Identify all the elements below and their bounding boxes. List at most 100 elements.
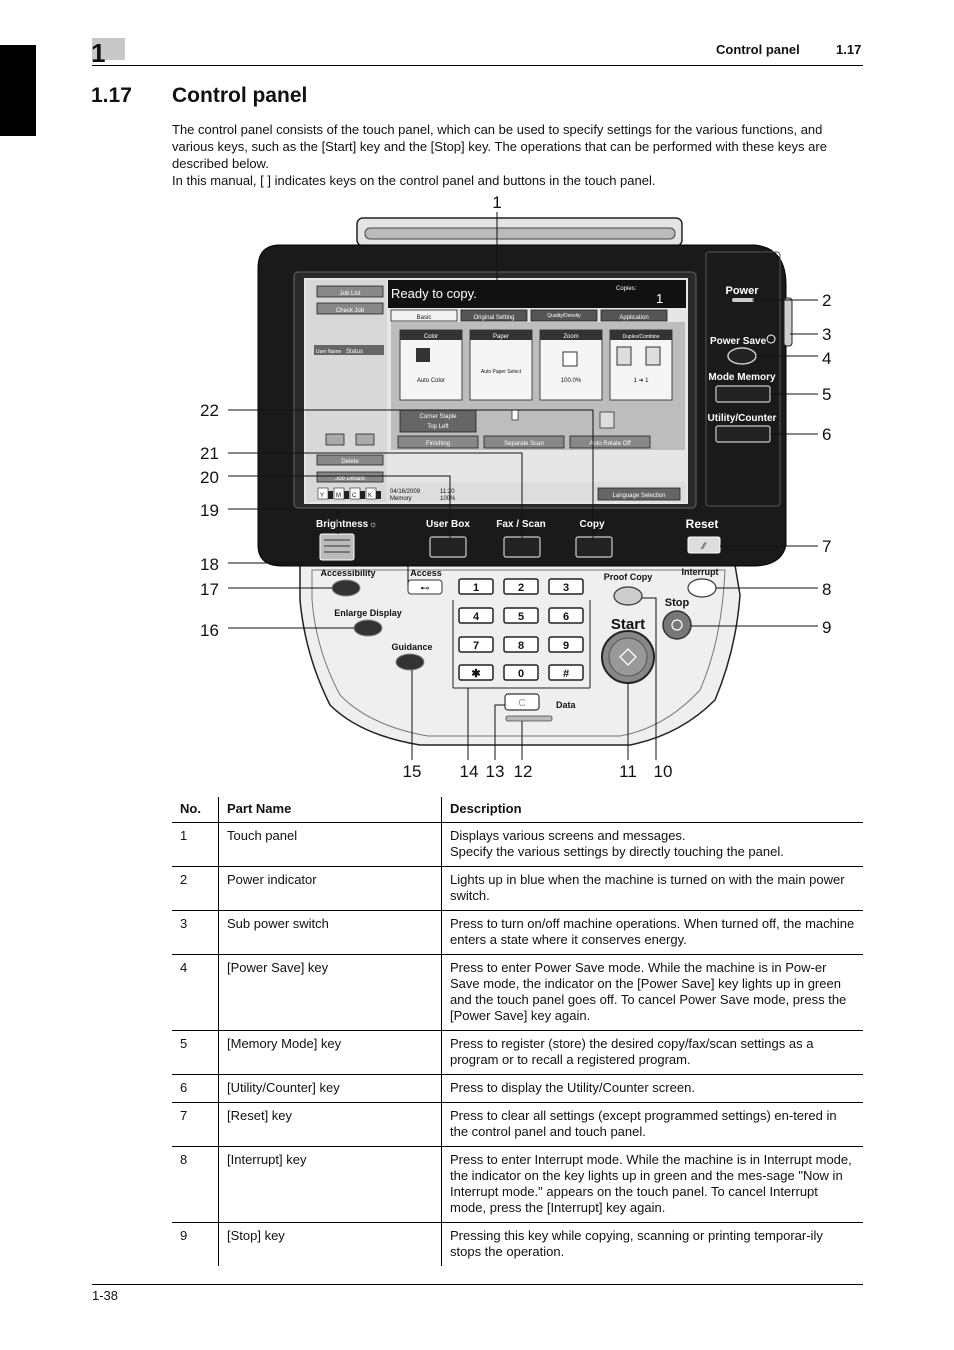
screen-tile-zoom-title: Zoom [563, 334, 578, 340]
screen-toner-y: Y [320, 493, 324, 499]
callout-21: 21 [200, 444, 219, 463]
screen-delete-button: Delete [341, 459, 359, 465]
clear-key[interactable] [504, 693, 540, 711]
proof-copy-label: Proof Copy [604, 572, 653, 582]
table-row: 3 Sub power switch Press to turn on/off … [172, 910, 863, 955]
callout-4: 4 [822, 349, 831, 368]
running-section: 1.17 [836, 42, 862, 57]
table-row: 4 [Power Save] key Press to enter Power … [172, 954, 863, 1031]
accessibility-key[interactable] [331, 579, 361, 597]
table-header-row: No. Part Name Description [172, 797, 863, 823]
keypad-key-7[interactable]: 7 [473, 640, 479, 652]
callout-8: 8 [822, 580, 831, 599]
start-label: Start [611, 616, 645, 633]
chapter-marker [92, 38, 125, 60]
screen-toner-k: K [368, 493, 372, 499]
screen-date: 04/16/2009 [390, 489, 421, 495]
keypad-key-hash[interactable]: # [563, 668, 569, 680]
control-panel-figure: Job List Check Job User Name Status Dele… [195, 193, 855, 795]
row-description: Press to enter Power Save mode. While th… [441, 954, 863, 1031]
row-number: 4 [172, 954, 219, 1031]
screen-language-button: Language Selection [612, 493, 665, 499]
guidance-key[interactable] [395, 653, 425, 671]
callout-18: 18 [200, 555, 219, 574]
accessibility-label: Accessibility [320, 568, 375, 578]
interrupt-key[interactable] [687, 578, 717, 598]
row-part-name: Touch panel [218, 822, 442, 867]
callout-20: 20 [200, 468, 219, 487]
screen-tile-color-value: Auto Color [417, 378, 445, 384]
utility-counter-key[interactable] [715, 425, 771, 443]
column-header-part-name: Part Name [218, 797, 442, 823]
screen-copies-value: 1 [656, 291, 663, 306]
keypad [458, 578, 584, 681]
screen-auto-rotate-button: Auto Rotate Off [589, 441, 631, 447]
row-part-name: [Stop] key [218, 1222, 442, 1266]
copy-key[interactable] [575, 536, 613, 558]
screen-top-left: Top Left [427, 424, 449, 430]
key-icon: ⊷ [421, 583, 430, 593]
screen-tab-basic: Basic [417, 315, 432, 321]
table-row: 7 [Reset] key Press to clear all setting… [172, 1102, 863, 1147]
screen-time: 11:20 [440, 489, 455, 495]
screen-status-message: Ready to copy. [391, 286, 477, 301]
row-part-name: [Power Save] key [218, 954, 442, 1031]
column-header-no: No. [172, 797, 219, 823]
column-header-description: Description [441, 797, 863, 823]
row-description: Press to enter Interrupt mode. While the… [441, 1146, 863, 1223]
screen-tab-quality: Quality/Density [547, 313, 581, 319]
callout-14: 14 [460, 762, 479, 781]
row-number: 9 [172, 1222, 219, 1266]
keypad-key-star[interactable]: ✱ [471, 668, 480, 680]
brightness-dial[interactable] [319, 533, 355, 561]
copy-label: Copy [580, 519, 605, 530]
row-number: 6 [172, 1074, 219, 1103]
table-row: 9 [Stop] key Pressing this key while cop… [172, 1222, 863, 1266]
row-description: Pressing this key while copying, scannin… [450, 1228, 823, 1259]
row-description: Lights up in blue when the machine is tu… [441, 866, 863, 911]
proof-copy-key[interactable] [613, 586, 643, 606]
power-save-key[interactable] [727, 347, 757, 365]
interrupt-label: Interrupt [682, 567, 719, 577]
row-description: Press to display the Utility/Counter scr… [441, 1074, 863, 1103]
screen-tile-zoom-value: 100.0% [561, 378, 582, 384]
keypad-key-6[interactable]: 6 [563, 611, 569, 623]
intro-text: The control panel consists of the touch … [172, 121, 862, 189]
screen-job-details-button: Job Details [335, 476, 365, 482]
keypad-key-5[interactable]: 5 [518, 611, 524, 623]
stop-key[interactable] [662, 610, 692, 640]
page-number: 1-38 [92, 1288, 119, 1303]
screen-status-header: Status [346, 349, 363, 355]
reset-key[interactable] [687, 536, 721, 554]
callout-9: 9 [822, 618, 831, 637]
screen-tile-duplex-value: 1 ➜ 1 [633, 378, 649, 384]
access-key[interactable] [407, 579, 443, 595]
row-number: 8 [172, 1146, 219, 1223]
keypad-key-0[interactable]: 0 [518, 668, 524, 680]
screen-check-job-button: Check Job [336, 308, 365, 314]
keypad-key-3[interactable]: 3 [563, 582, 569, 594]
callout-13: 13 [486, 762, 505, 781]
intro-paragraph: The control panel consists of the touch … [172, 122, 827, 171]
data-indicator [505, 715, 553, 722]
keypad-key-9[interactable]: 9 [563, 640, 569, 652]
row-number: 7 [172, 1102, 219, 1147]
screen-user-name-header: User Name [316, 349, 342, 355]
screen-toner-c: C [352, 493, 357, 499]
mode-memory-key[interactable] [715, 385, 771, 403]
screen-job-list-button: Job List [340, 291, 361, 297]
keypad-key-4[interactable]: 4 [473, 611, 480, 623]
keypad-key-8[interactable]: 8 [518, 640, 524, 652]
data-label: Data [556, 700, 577, 710]
user-box-label: User Box [426, 519, 470, 530]
keypad-key-2[interactable]: 2 [518, 582, 524, 594]
keypad-key-1[interactable]: 1 [473, 582, 479, 594]
enlarge-display-key[interactable] [353, 619, 383, 637]
stop-label: Stop [665, 597, 690, 609]
screen-tile-color-title: Color [424, 334, 438, 340]
row-description: Press to register (store) the desired co… [441, 1030, 863, 1075]
row-number: 1 [172, 822, 219, 867]
user-box-key[interactable] [429, 536, 467, 558]
callout-7: 7 [822, 537, 831, 556]
row-number: 5 [172, 1030, 219, 1075]
